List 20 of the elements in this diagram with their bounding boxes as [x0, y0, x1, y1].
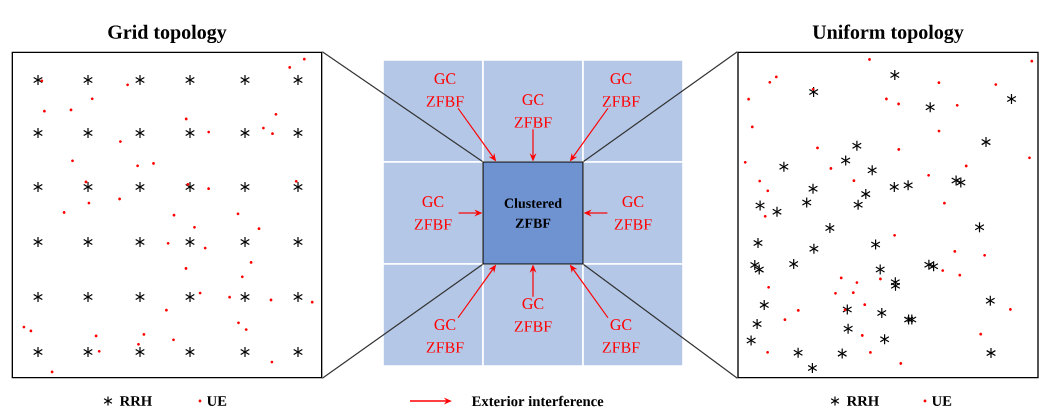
cell-label: GC ZFBF	[602, 319, 640, 353]
zoom-line	[321, 263, 484, 379]
zoom-line	[321, 51, 484, 163]
cell-label: GC ZFBF	[426, 319, 464, 353]
legend-label: RRH	[119, 396, 152, 406]
zoom-line	[582, 51, 738, 163]
cell-label: GC ZFBF	[614, 196, 652, 230]
heading: Uniform topology	[812, 24, 964, 44]
cell-label: GC ZFBF	[514, 94, 552, 128]
zoom-line	[582, 263, 738, 379]
cell-label: GC ZFBF	[414, 196, 452, 230]
legend-label: RRH	[846, 396, 879, 406]
legend-label: Exterior interference	[471, 395, 604, 407]
cell-label: GC ZFBF	[514, 298, 552, 332]
cell-label: GC ZFBF	[602, 73, 640, 107]
cell-label: GC ZFBF	[426, 73, 464, 107]
heading: Grid topology	[108, 24, 227, 44]
legend-label: UE	[206, 396, 227, 406]
center-cell: Clustered ZFBF	[482, 161, 584, 265]
legend-label: UE	[931, 396, 952, 406]
